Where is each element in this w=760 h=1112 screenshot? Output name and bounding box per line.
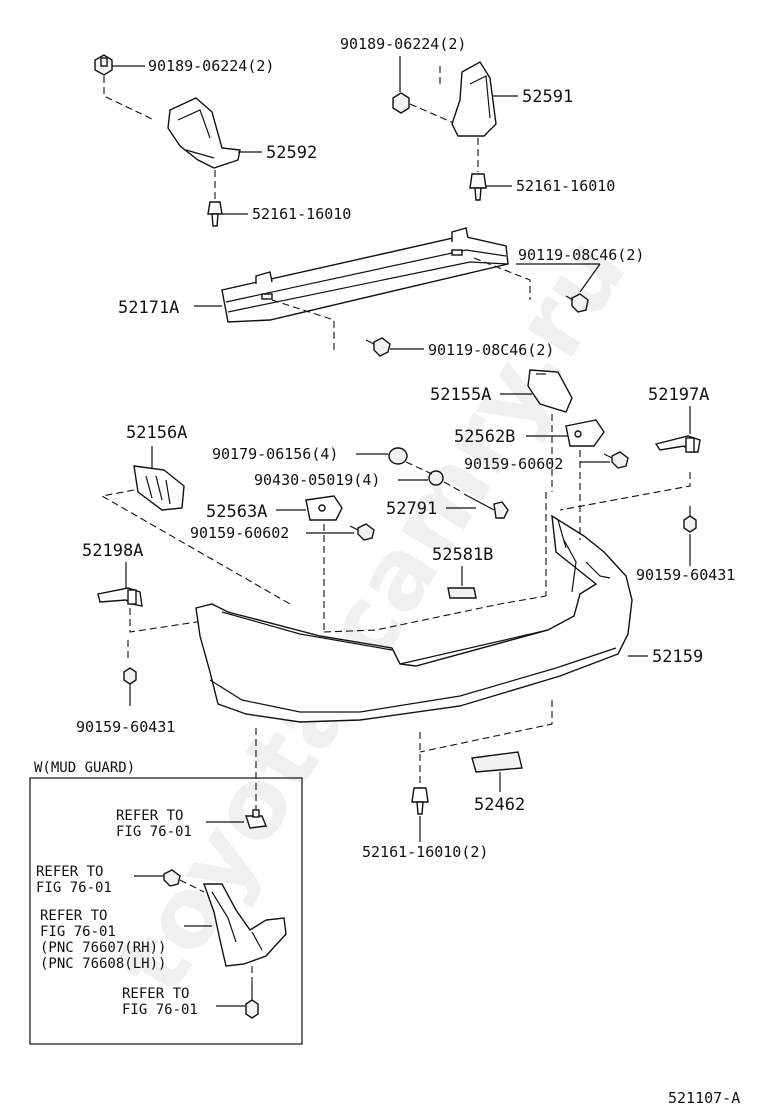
mud-refer1-b: FIG 76-01 [116, 824, 192, 840]
label-bracket-right: 52591 [522, 87, 573, 107]
screw-far-right [683, 506, 697, 533]
label-reinforcement: 52171A [118, 298, 179, 318]
reflector-pad [447, 587, 477, 599]
label-retainer-upper-right: 52155A [430, 385, 491, 405]
label-nut-cap: 90179-06156(4) [212, 445, 338, 463]
mud-guard [203, 883, 287, 967]
screw-right [603, 451, 629, 469]
bumper-reinforcement [221, 227, 509, 323]
mud-refer3-d: (PNC 76608(LH)) [40, 956, 166, 972]
mud-refer3-a: REFER TO [40, 908, 107, 924]
label-screw-far-left: 90159-60431 [76, 718, 175, 736]
mud-guard-title: W(MUD GUARD) [34, 760, 135, 776]
mud-refer3-b: FIG 76-01 [40, 924, 116, 940]
mud-refer1-a: REFER TO [116, 808, 183, 824]
nut-cap [388, 447, 408, 465]
retainer-lower-left [305, 495, 343, 521]
clip-right [469, 173, 487, 201]
label-lower-cover: 52462 [474, 795, 525, 815]
bolt-top-right [392, 92, 410, 114]
mud-clip-1 [245, 809, 267, 829]
bracket-left [167, 97, 241, 169]
retainer-upper-right [527, 369, 573, 413]
retainer-lower-right [565, 419, 605, 447]
mud-bolt [245, 984, 259, 1019]
label-bolt-top-left: 90189-06224(2) [148, 57, 274, 75]
bolt-long [463, 493, 509, 519]
label-screw-left: 90159-60602 [190, 524, 289, 542]
mud-refer2-a: REFER TO [36, 864, 103, 880]
lower-cover [471, 751, 523, 773]
label-bumper-cover: 52159 [652, 647, 703, 667]
label-clip-bottom: 52161-16010(2) [362, 843, 488, 861]
mud-screw [163, 869, 181, 887]
label-bolt-reinf-bottom: 90119-08C46(2) [428, 341, 554, 359]
label-bracket-left: 52592 [266, 143, 317, 163]
bolt-top-left [94, 54, 113, 76]
washer [428, 470, 444, 486]
mud-refer4-b: FIG 76-01 [122, 1002, 198, 1018]
label-washer: 90430-05019(4) [254, 471, 380, 489]
label-side-bracket-left: 52198A [82, 541, 143, 561]
label-screw-right: 90159-60602 [464, 455, 563, 473]
mud-refer2-b: FIG 76-01 [36, 880, 112, 896]
label-side-bracket-right: 52197A [648, 385, 709, 405]
mud-refer3-c: (PNC 76607(RH)) [40, 940, 166, 956]
side-bracket-left [97, 587, 143, 607]
label-retainer-lower-right: 52562B [454, 427, 515, 447]
screw-far-left [123, 667, 137, 706]
label-clip-right: 52161-16010 [516, 177, 615, 195]
diagram-id: 521107-A [668, 1089, 740, 1107]
watermark: toyota-camry.ru [95, 219, 649, 1013]
bolt-reinf-bottom [365, 337, 391, 357]
label-screw-far-right: 90159-60431 [636, 566, 735, 584]
label-clip-left: 52161-16010 [252, 205, 351, 223]
mud-guard-box [29, 777, 303, 1045]
side-bracket-right [654, 435, 701, 453]
bolt-reinf-right [565, 293, 589, 313]
label-bolt-top-right: 90189-06224(2) [340, 35, 466, 53]
label-bolt-long: 52791 [386, 499, 437, 519]
label-reflector-pad: 52581B [432, 545, 493, 565]
absorber-left [133, 465, 185, 511]
screw-left [349, 523, 375, 541]
label-retainer-lower-left: 52563A [206, 502, 267, 522]
mud-refer4-a: REFER TO [122, 986, 189, 1002]
label-absorber-left: 52156A [126, 423, 187, 443]
label-bolt-reinf-right: 90119-08C46(2) [518, 246, 644, 264]
clip-left [207, 201, 223, 227]
bracket-right [451, 61, 497, 137]
clip-bottom [411, 787, 429, 815]
bumper-cover [195, 514, 633, 723]
